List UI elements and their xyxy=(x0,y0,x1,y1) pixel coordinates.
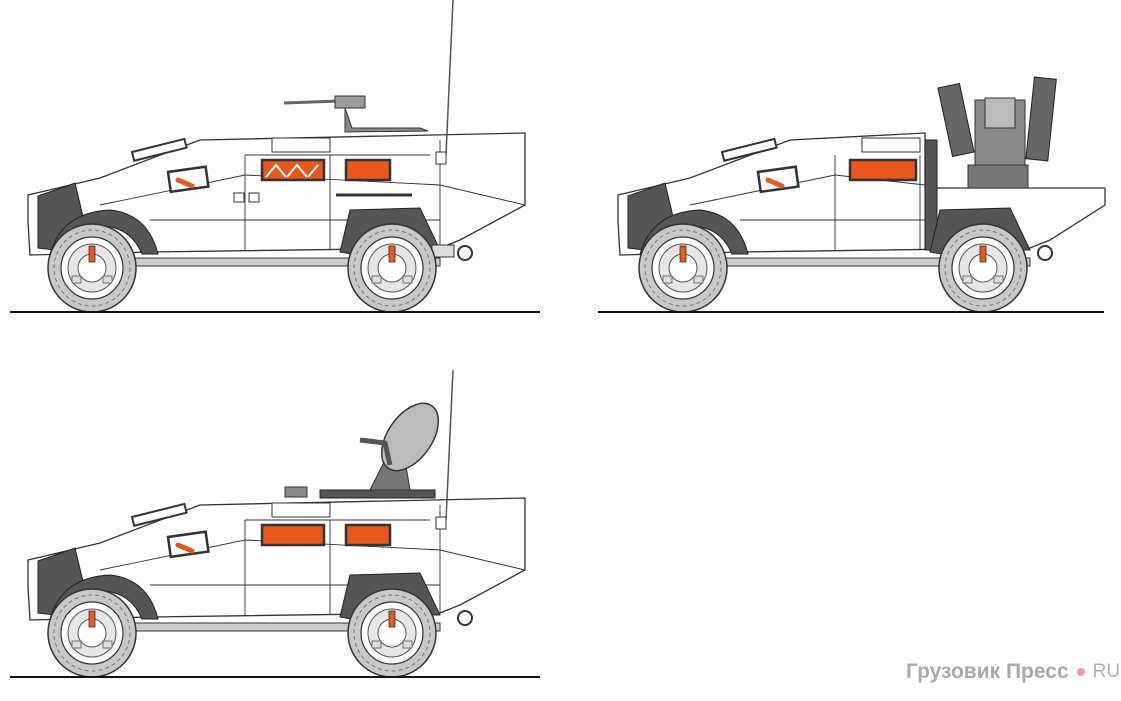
watermark-brand: Грузовик Пресс xyxy=(906,660,1069,683)
front-wheel xyxy=(47,223,137,313)
vehicle-missile-launcher xyxy=(617,76,1106,313)
machine-gun xyxy=(283,95,429,133)
antenna xyxy=(435,0,454,165)
satellite-dish xyxy=(284,402,440,499)
vehicle-satellite-dish xyxy=(27,369,526,678)
watermark-dot-icon xyxy=(1076,668,1085,676)
vehicle-body xyxy=(27,132,526,267)
vehicle-machine-gun xyxy=(27,0,526,313)
rear-wheel xyxy=(347,223,437,313)
watermark-domain: RU xyxy=(1092,661,1121,682)
missile-launcher xyxy=(937,76,1057,189)
watermark-logo: Грузовик Пресс RU xyxy=(906,660,1120,684)
